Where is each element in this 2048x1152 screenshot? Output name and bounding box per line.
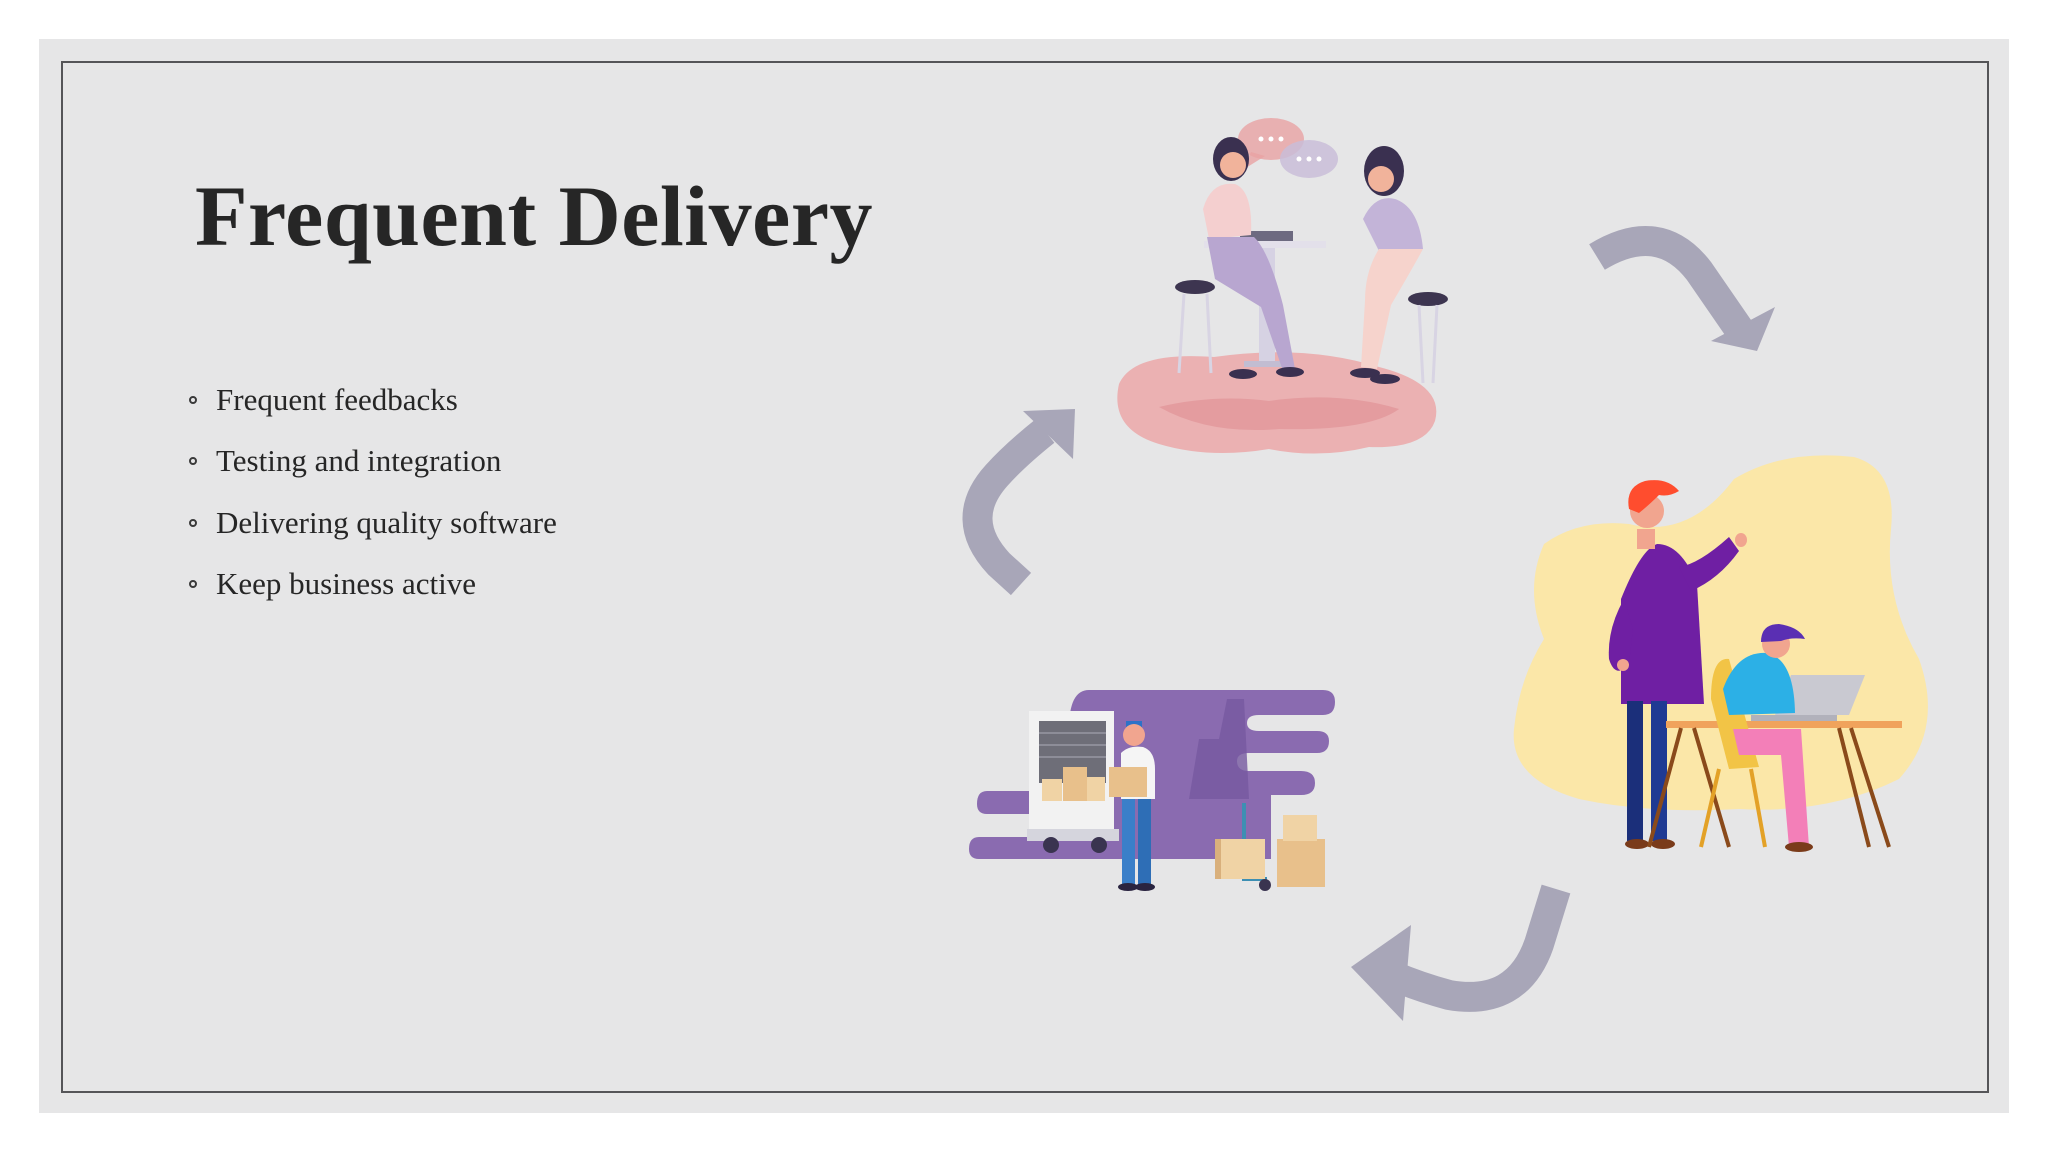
slide-title: Frequent Delivery: [195, 168, 874, 264]
bullet-item: Testing and integration: [189, 431, 557, 493]
delivery-truck-illustration: [969, 690, 1335, 891]
arrow-up-right-icon: [962, 409, 1075, 596]
bullet-item: Delivering quality software: [189, 492, 557, 554]
slide-frame: [61, 61, 1989, 1093]
bullet-circle-icon: [189, 580, 197, 589]
arrow-right-down-icon: [1589, 225, 1775, 351]
cycle-artwork: [962, 118, 1928, 1021]
bullet-text: Delivering quality software: [216, 504, 557, 540]
team-at-laptop-illustration: [1513, 455, 1928, 852]
bullet-item: Keep business active: [189, 554, 557, 616]
meeting-illustration: [1117, 118, 1448, 454]
bullet-text: Keep business active: [216, 566, 476, 602]
bullet-circle-icon: [189, 518, 197, 527]
bullet-circle-icon: [189, 457, 197, 466]
bullet-item: Frequent feedbacks: [189, 369, 557, 431]
slide: Frequent Delivery Frequent feedbacks Tes…: [39, 39, 2009, 1113]
bullet-list: Frequent feedbacks Testing and integrati…: [189, 369, 557, 615]
bullet-text: Frequent feedbacks: [216, 381, 458, 417]
bullet-text: Testing and integration: [216, 443, 502, 479]
bullet-circle-icon: [189, 395, 197, 404]
arrow-down-left-icon: [1351, 884, 1571, 1021]
